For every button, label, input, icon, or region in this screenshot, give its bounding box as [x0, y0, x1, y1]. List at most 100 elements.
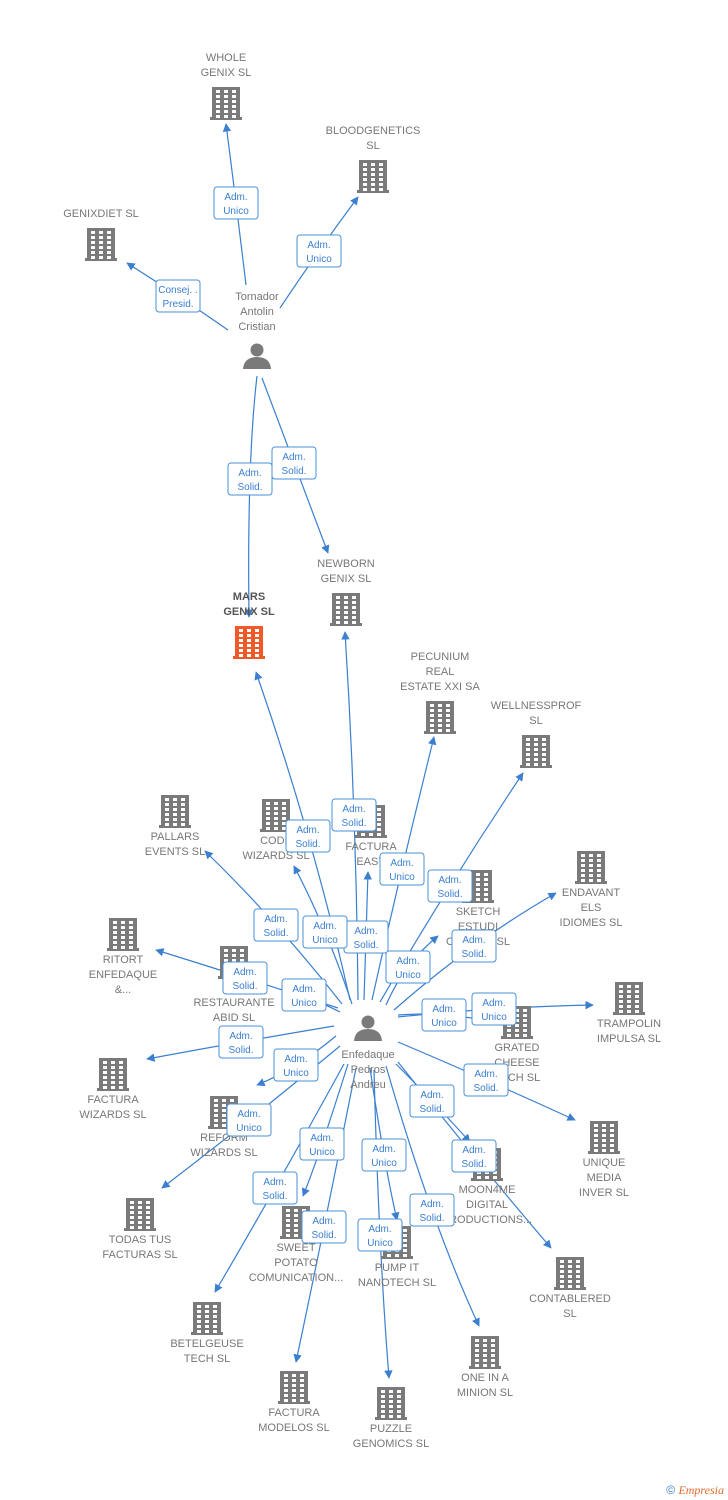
role-label[interactable]: Adm.Unico	[357, 1218, 403, 1252]
role-label[interactable]: Adm.Solid.	[218, 1025, 264, 1059]
building-window	[523, 1019, 527, 1022]
building-window	[266, 817, 270, 820]
role-text: Unico	[389, 872, 415, 883]
role-label[interactable]: Adm.Unico	[379, 852, 425, 886]
company-node-genixdiet[interactable]: GENIXDIET SL	[63, 208, 139, 261]
role-box	[379, 852, 425, 886]
building-window	[430, 729, 434, 732]
role-label[interactable]: Adm.Unico	[296, 234, 342, 268]
building-window	[581, 854, 585, 857]
building-window	[475, 1349, 479, 1352]
building-window	[99, 236, 103, 239]
building-base	[280, 1236, 312, 1239]
role-label[interactable]: Adm.Solid.	[343, 920, 389, 954]
building-window	[610, 1134, 614, 1137]
role-label[interactable]: Adm.Solid.	[331, 798, 377, 832]
building-window	[99, 251, 103, 254]
building-window	[205, 1320, 209, 1323]
building-window	[286, 1229, 290, 1232]
role-label[interactable]: Adm.Unico	[361, 1138, 407, 1172]
role-label[interactable]: Adm.Unico	[213, 186, 259, 220]
role-label[interactable]: Adm.Solid.	[451, 929, 497, 963]
node-label: ENDAVANT	[562, 887, 621, 899]
role-label[interactable]: Adm.Unico	[299, 1127, 345, 1161]
building-window	[344, 601, 348, 604]
building-window	[610, 1139, 614, 1142]
building-window	[493, 1176, 497, 1179]
building-window	[239, 634, 243, 637]
building-window	[119, 1071, 123, 1074]
building-window	[292, 1399, 296, 1402]
building-window	[146, 1221, 150, 1224]
role-box	[273, 1048, 319, 1082]
building-window	[266, 807, 270, 810]
role-label[interactable]: Adm.Solid.	[222, 961, 268, 995]
role-text: Adm.	[462, 1145, 485, 1156]
role-label[interactable]: Adm.Solid.	[285, 819, 331, 853]
role-label[interactable]: Adm.Solid.	[253, 908, 299, 942]
role-label[interactable]: Adm.Unico	[281, 978, 327, 1012]
role-label[interactable]: Adm.Unico	[385, 950, 431, 984]
footer-brand[interactable]: © Empresia	[666, 1483, 724, 1498]
building-window	[165, 813, 169, 816]
building-window	[379, 168, 383, 171]
role-label[interactable]: Adm.Unico	[226, 1103, 272, 1137]
building-window	[286, 1209, 290, 1212]
building-base	[107, 948, 139, 951]
building-window	[594, 1134, 598, 1137]
building-window	[224, 959, 228, 962]
building-window	[597, 874, 601, 877]
role-text: Adm.	[368, 1224, 391, 1235]
building-window	[352, 596, 356, 599]
role-label[interactable]: Adm.Unico	[302, 915, 348, 949]
role-box	[301, 1210, 347, 1244]
role-label[interactable]: Adm.Unico	[471, 992, 517, 1026]
role-label[interactable]: Adm.Unico	[421, 998, 467, 1032]
role-label[interactable]: Adm.Solid.	[301, 1210, 347, 1244]
building-window	[523, 1014, 527, 1017]
role-text: Solid.	[295, 839, 320, 850]
building-window	[91, 236, 95, 239]
building-icon	[424, 701, 456, 734]
role-label[interactable]: Adm.Solid.	[409, 1193, 455, 1227]
role-label[interactable]: Adm.Solid.	[409, 1084, 455, 1118]
role-box	[213, 186, 259, 220]
role-label[interactable]: Adm.Solid.	[271, 446, 317, 480]
building-window	[475, 1339, 479, 1342]
role-label[interactable]: Adm.Solid.	[451, 1139, 497, 1173]
role-label[interactable]: Adm.Solid.	[252, 1171, 298, 1205]
building-window	[274, 812, 278, 815]
building-window	[395, 1254, 399, 1257]
role-label[interactable]: Adm.Solid.	[427, 869, 473, 903]
building-window	[181, 813, 185, 816]
role-label[interactable]: Adm.Unico	[273, 1048, 319, 1082]
building-window	[284, 1399, 288, 1402]
role-label[interactable]: Adm.Solid.	[463, 1063, 509, 1097]
role-label[interactable]: Adm.Solid.	[227, 462, 273, 496]
company-node-ritort[interactable]: RITORTENFEDAQUE&...	[89, 918, 157, 996]
building-window	[542, 748, 546, 751]
role-label[interactable]: Consej. .Presid.	[155, 279, 201, 313]
node-label: NANOTECH SL	[358, 1277, 436, 1289]
role-text: Adm.	[396, 956, 419, 967]
